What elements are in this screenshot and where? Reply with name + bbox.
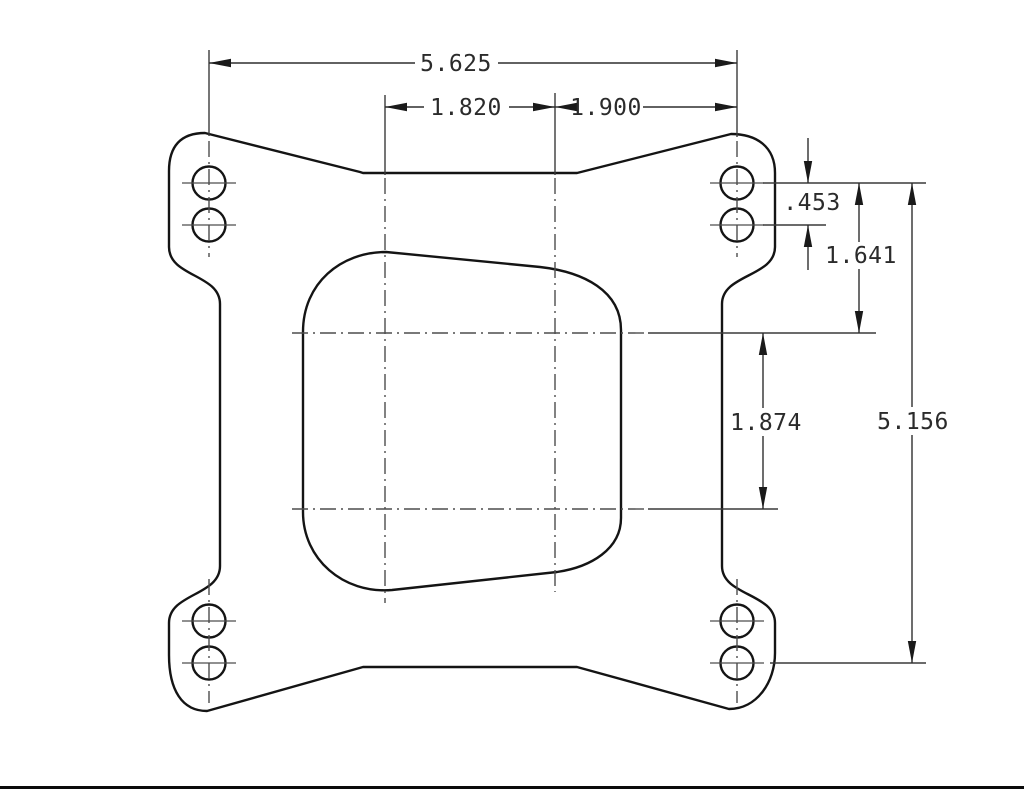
mounting-holes — [191, 165, 755, 681]
dimension-label-top-overall: 5.625 — [420, 51, 492, 77]
dimension-right-overall: 5.156 — [877, 183, 949, 663]
page-bottom-border — [0, 786, 1024, 789]
dimension-label-top-right: 1.900 — [570, 95, 642, 121]
dimension-label-upper-right: 1.641 — [825, 243, 897, 269]
dimension-bore-vertical: 1.874 — [730, 333, 802, 509]
hole-centerline-ticks — [182, 182, 764, 664]
dimension-label-bore-vertical: 1.874 — [730, 410, 802, 436]
center-opening-outline — [301, 250, 623, 592]
dimension-label-hole-gap: .453 — [783, 190, 840, 216]
dimension-upper-right: 1.641 — [825, 183, 897, 333]
arrowhead — [803, 161, 813, 183]
dimension-hole-gap: .453 — [783, 138, 840, 270]
dimension-top-left-span: 1.820 — [385, 95, 555, 121]
dimension-label-top-left: 1.820 — [430, 95, 502, 121]
arrowhead — [385, 102, 407, 112]
arrowhead — [803, 225, 813, 247]
arrowhead — [533, 102, 555, 112]
arrowhead — [907, 641, 917, 663]
dimension-top-overall: 5.625 — [209, 51, 737, 77]
arrowhead — [854, 183, 864, 205]
arrowhead — [715, 58, 737, 68]
plate-outline — [167, 131, 777, 713]
dimension-label-right-overall: 5.156 — [877, 409, 949, 435]
arrowhead — [758, 333, 768, 355]
centerlines — [208, 141, 738, 703]
arrowhead — [715, 102, 737, 112]
arrowhead — [907, 183, 917, 205]
arrowhead — [209, 58, 231, 68]
arrowhead — [555, 102, 577, 112]
arrowhead — [854, 311, 864, 333]
arrowhead — [758, 487, 768, 509]
dimension-top-right-span: 1.900 — [555, 95, 737, 121]
